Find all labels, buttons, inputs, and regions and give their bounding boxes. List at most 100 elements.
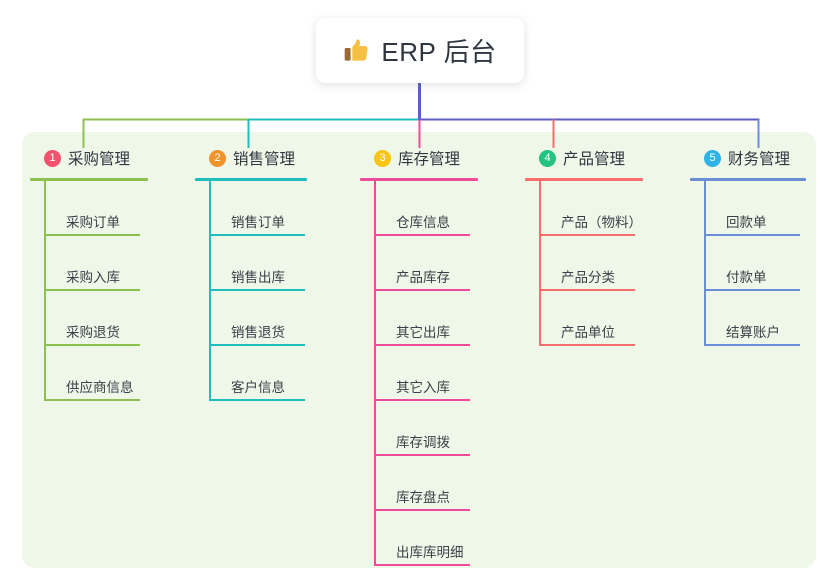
list-item[interactable]: 仓库信息 — [374, 181, 520, 236]
column-items: 采购订单采购入库采购退货供应商信息 — [44, 180, 190, 401]
list-item[interactable]: 销售订单 — [209, 181, 355, 236]
column-header-rule — [30, 178, 148, 181]
column-header-1[interactable]: 1 采购管理 — [30, 145, 190, 171]
column-header-rule — [690, 178, 806, 181]
list-item[interactable]: 出库库明细 — [374, 511, 520, 566]
list-item-label: 其它入库 — [396, 379, 450, 395]
list-item-rule — [209, 398, 305, 401]
list-item-rule — [539, 233, 635, 236]
list-item-rule — [44, 288, 140, 291]
root-node[interactable]: ERP 后台 — [316, 18, 524, 83]
list-item-label: 销售退货 — [231, 324, 285, 340]
column-header-rule — [195, 178, 307, 181]
list-item[interactable]: 库存调拨 — [374, 401, 520, 456]
list-item-label: 采购退货 — [66, 324, 120, 340]
list-item-label: 结算账户 — [726, 324, 780, 340]
column-1: 1 采购管理采购订单采购入库采购退货供应商信息 — [30, 145, 190, 401]
list-item-rule — [539, 343, 635, 346]
column-header-3[interactable]: 3 库存管理 — [360, 145, 520, 171]
column-number-badge: 5 — [704, 149, 721, 167]
list-item[interactable]: 产品库存 — [374, 236, 520, 291]
list-item-rule — [374, 233, 470, 236]
column-number-badge: 3 — [374, 149, 391, 167]
column-title: 库存管理 — [398, 151, 461, 168]
list-item-rule — [374, 288, 470, 291]
column-spine — [704, 180, 706, 346]
root-label: ERP 后台 — [381, 37, 497, 67]
list-item-rule — [44, 398, 140, 401]
column-number-badge: 4 — [539, 149, 556, 167]
list-item-rule — [704, 233, 800, 236]
column-title: 销售管理 — [233, 151, 296, 168]
list-item[interactable]: 销售退货 — [209, 291, 355, 346]
column-title: 采购管理 — [68, 151, 131, 168]
list-item-rule — [539, 288, 635, 291]
list-item[interactable]: 采购退货 — [44, 291, 190, 346]
column-header-4[interactable]: 4 产品管理 — [525, 145, 690, 171]
list-item-label: 采购订单 — [66, 214, 120, 230]
list-item-rule — [704, 343, 800, 346]
list-item[interactable]: 销售出库 — [209, 236, 355, 291]
list-item-label: 客户信息 — [231, 379, 285, 395]
column-items: 仓库信息产品库存其它出库其它入库库存调拨库存盘点出库库明细 — [374, 180, 520, 566]
list-item-rule — [209, 288, 305, 291]
list-item-rule — [374, 563, 470, 566]
list-item[interactable]: 产品（物料） — [539, 181, 690, 236]
diagram-background-panel — [22, 132, 816, 568]
list-item-rule — [374, 343, 470, 346]
column-items: 回款单付款单结算账户 — [704, 180, 839, 346]
list-item-label: 采购入库 — [66, 269, 120, 285]
list-item-rule — [209, 233, 305, 236]
list-item-label: 销售订单 — [231, 214, 285, 230]
list-item[interactable]: 库存盘点 — [374, 456, 520, 511]
column-3: 3 库存管理仓库信息产品库存其它出库其它入库库存调拨库存盘点出库库明细 — [360, 145, 520, 566]
column-2: 2 销售管理销售订单销售出库销售退货客户信息 — [195, 145, 355, 401]
list-item[interactable]: 付款单 — [704, 236, 839, 291]
column-header-5[interactable]: 5 财务管理 — [690, 145, 839, 171]
list-item[interactable]: 产品单位 — [539, 291, 690, 346]
list-item[interactable]: 采购入库 — [44, 236, 190, 291]
list-item[interactable]: 结算账户 — [704, 291, 839, 346]
column-header-2[interactable]: 2 销售管理 — [195, 145, 355, 171]
column-title: 财务管理 — [728, 151, 791, 168]
column-number-badge: 2 — [209, 149, 226, 167]
list-item[interactable]: 供应商信息 — [44, 346, 190, 401]
list-item-rule — [44, 233, 140, 236]
list-item[interactable]: 产品分类 — [539, 236, 690, 291]
column-title: 产品管理 — [563, 151, 626, 168]
list-item[interactable]: 客户信息 — [209, 346, 355, 401]
column-header-rule — [525, 178, 643, 181]
list-item-label: 库存盘点 — [396, 489, 450, 505]
list-item-label: 付款单 — [726, 269, 767, 285]
list-item-label: 供应商信息 — [66, 379, 134, 395]
list-item-rule — [209, 343, 305, 346]
list-item-label: 库存调拨 — [396, 434, 450, 450]
list-item[interactable]: 回款单 — [704, 181, 839, 236]
list-item-label: 产品（物料） — [561, 214, 642, 230]
list-item-rule — [374, 508, 470, 511]
column-number-badge: 1 — [44, 149, 61, 167]
list-item-label: 回款单 — [726, 214, 767, 230]
column-spine — [209, 180, 211, 401]
column-header-rule — [360, 178, 478, 181]
list-item-label: 产品分类 — [561, 269, 615, 285]
list-item-label: 产品库存 — [396, 269, 450, 285]
list-item-rule — [374, 453, 470, 456]
column-spine — [374, 180, 376, 566]
list-item-label: 出库库明细 — [396, 544, 464, 560]
column-spine — [44, 180, 46, 401]
list-item[interactable]: 其它出库 — [374, 291, 520, 346]
column-4: 4 产品管理产品（物料） 产品分类产品单位 — [525, 145, 690, 346]
list-item-rule — [704, 288, 800, 291]
thumbs-up-icon — [345, 39, 368, 61]
list-item-rule — [44, 343, 140, 346]
list-item-label: 其它出库 — [396, 324, 450, 340]
list-item-label: 产品单位 — [561, 324, 615, 340]
list-item-rule — [374, 398, 470, 401]
column-spine — [539, 180, 541, 346]
column-items: 销售订单销售出库销售退货客户信息 — [209, 180, 355, 401]
list-item[interactable]: 其它入库 — [374, 346, 520, 401]
list-item-label: 仓库信息 — [396, 214, 450, 230]
list-item[interactable]: 采购订单 — [44, 181, 190, 236]
